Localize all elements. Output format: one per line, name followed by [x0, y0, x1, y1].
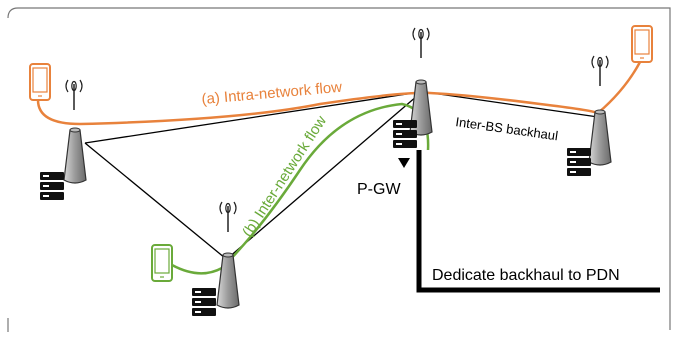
smartphone-icon: [631, 25, 653, 63]
dedicated-backhaul-line: [416, 150, 660, 293]
pgw-label: P-GW: [357, 181, 401, 198]
antenna-icon: [219, 201, 237, 233]
smartphone-icon: [29, 63, 51, 101]
frame-top-edge: [7, 7, 671, 330]
antenna-icon: [412, 27, 430, 59]
inter-network-flow-label: (b) Inter-network flow: [239, 113, 330, 241]
link-left-bottom: [84, 142, 226, 259]
server-rack-icon: [567, 148, 591, 176]
link-center-right: [424, 91, 599, 118]
tower-icon: [63, 127, 87, 184]
inter-network-flow-path: [171, 102, 430, 275]
smartphone-icon: [151, 244, 173, 282]
antenna-icon: [65, 79, 83, 111]
base-station-left: [63, 79, 87, 184]
server-rack-icon: [40, 172, 64, 200]
base-station-center: [409, 27, 433, 136]
server-rack-icon: [192, 288, 216, 316]
inter-bs-backhaul-label: Inter-BS backhaul: [455, 114, 560, 143]
tower-icon: [588, 109, 612, 166]
tower-icon: [216, 252, 240, 309]
antenna-icon: [591, 55, 609, 87]
inter-bs-links: [84, 91, 599, 259]
link-bottom-center: [227, 95, 418, 259]
link-left-center: [84, 91, 421, 144]
dedicated-backhaul-label: Dedicate backhaul to PDN: [432, 267, 620, 284]
server-rack-icon: [393, 120, 417, 148]
pgw-arrow-icon: [398, 158, 410, 168]
